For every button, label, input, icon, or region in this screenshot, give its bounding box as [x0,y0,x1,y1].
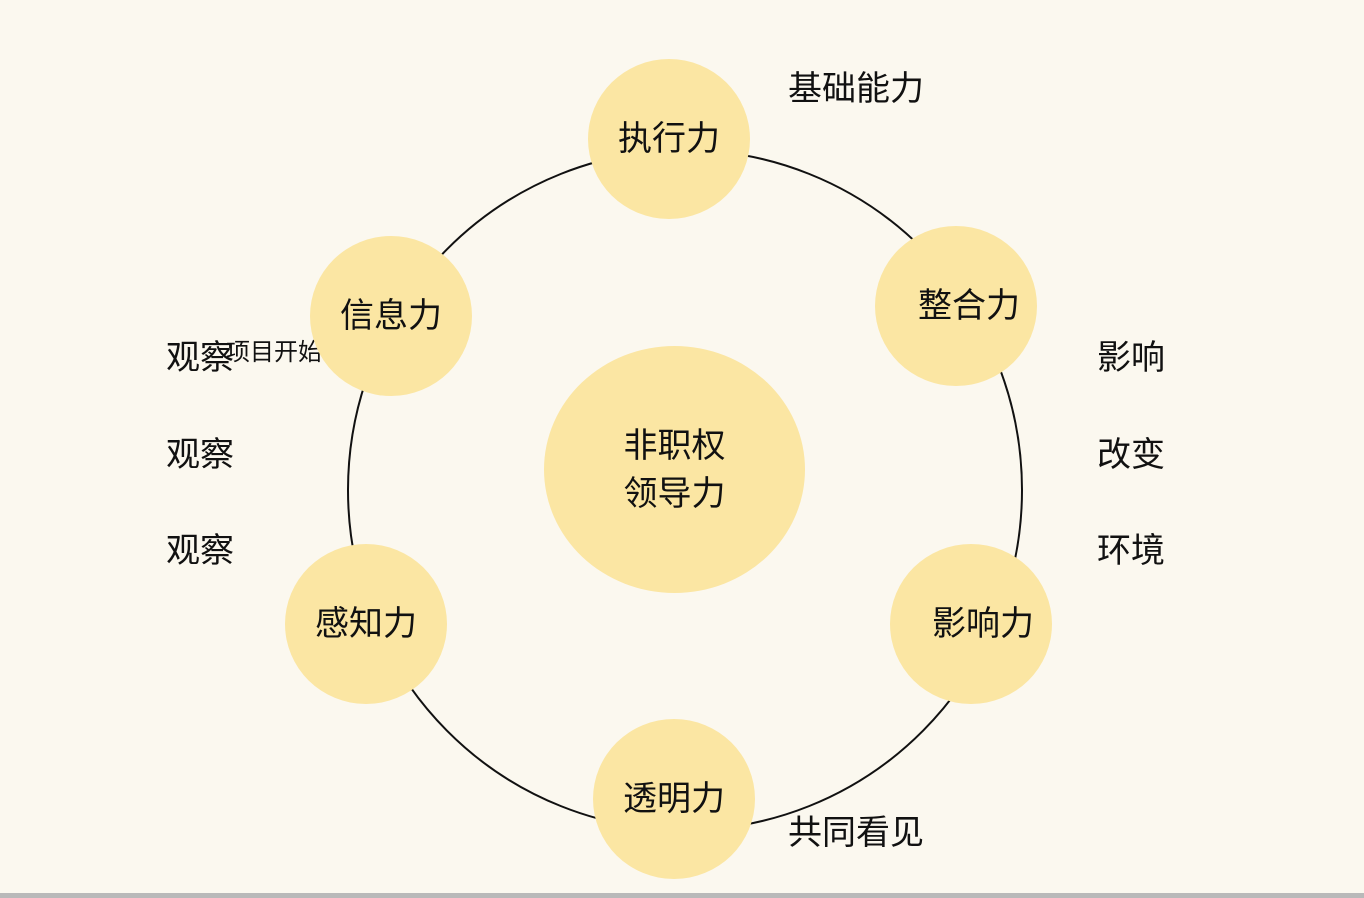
node-execution-label: 执行力 [618,119,720,159]
node-transparency-label: 透明力 [623,779,725,819]
node-information: 信息力 [310,236,472,396]
node-transparency: 透明力 [593,719,755,879]
bottom-scroll-edge [0,893,1364,898]
annotation-right-1: 影响 [1097,338,1165,378]
center-line-1: 非职权 [623,425,726,466]
annotation-bottom-right: 共同看见 [788,813,924,853]
annotation-right-3: 环境 [1097,531,1165,571]
node-integration: 整合力 [875,226,1037,386]
center-node: 非职权 领导力 [544,346,805,593]
node-perception-label: 感知力 [315,604,417,644]
annotation-left-3: 观察 [166,531,234,571]
node-influence: 影响力 [890,544,1052,704]
node-execution: 执行力 [588,59,750,219]
annotation-left-1: 观察 [166,338,234,378]
annotation-top-right: 基础能力 [788,69,924,109]
annotation-left-overlap: 项目开始 [226,338,322,366]
node-perception: 感知力 [285,544,447,704]
center-line-2: 领导力 [623,473,726,514]
annotation-right-2: 改变 [1097,435,1165,475]
node-influence-label: 影响力 [932,604,1034,644]
annotation-left-2: 观察 [166,435,234,475]
node-integration-label: 整合力 [918,286,1020,326]
node-information-label: 信息力 [340,296,442,336]
